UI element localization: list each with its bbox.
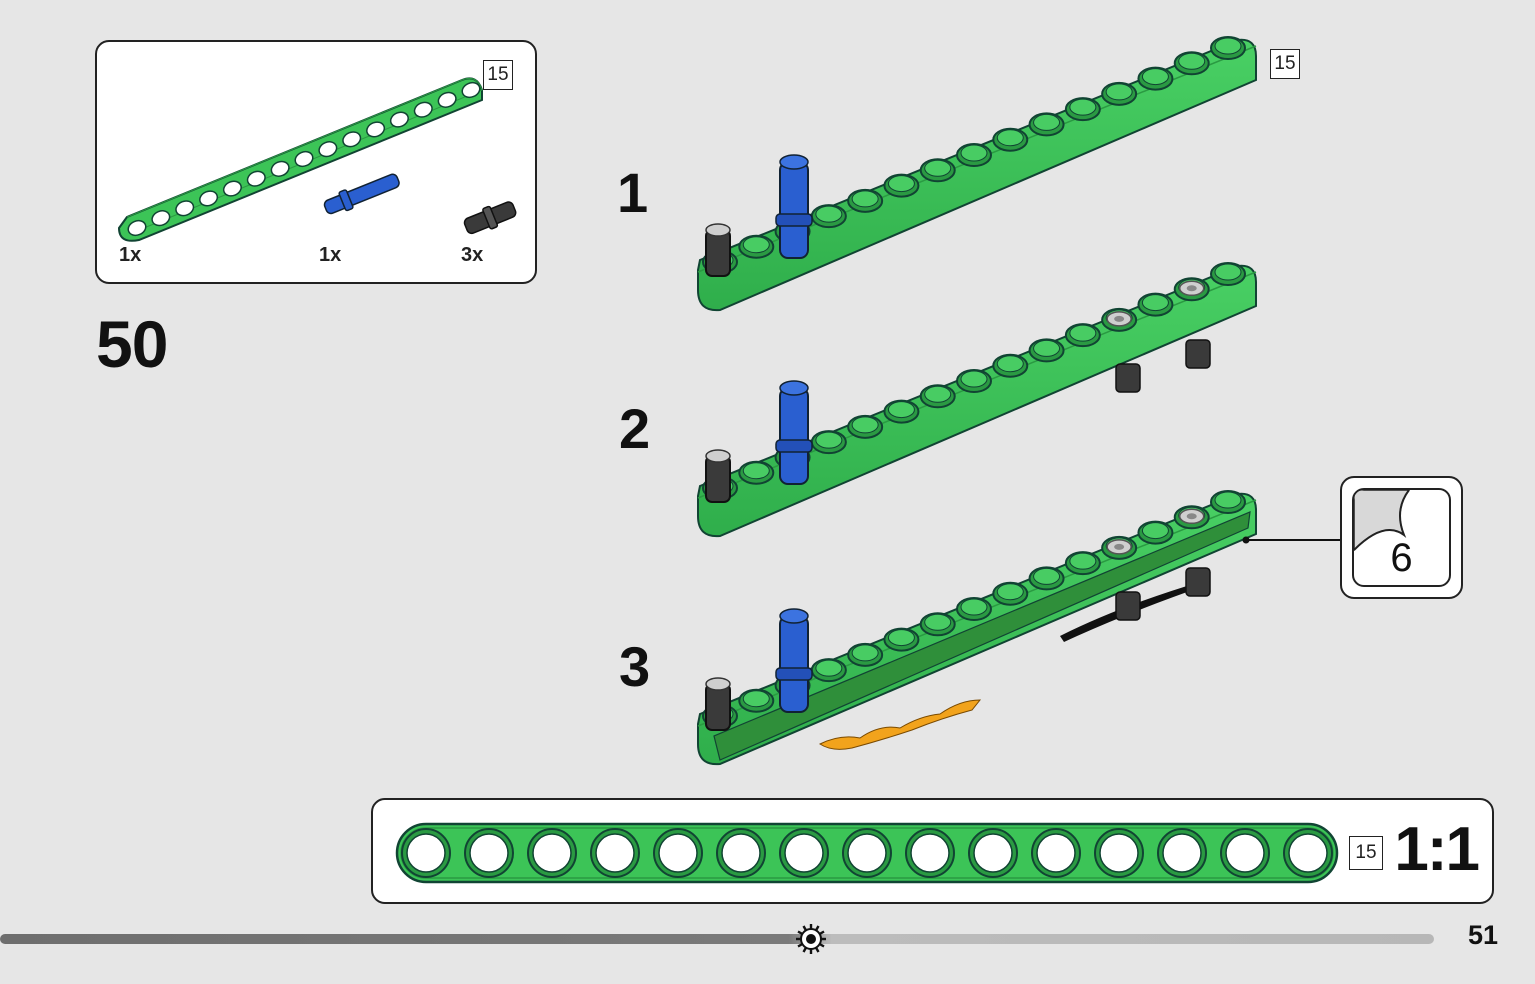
scale-beam-icon (395, 822, 1339, 884)
green-beam-icon (117, 77, 483, 242)
substep-3-beam (697, 490, 1257, 766)
progress-bar (0, 934, 1434, 944)
substep-1-number: 1 (617, 161, 649, 224)
green-beam-qty: 1x (119, 244, 142, 266)
blue-pin-icon (323, 173, 400, 215)
blue-pin-qty: 1x (319, 244, 342, 266)
page-number: 51 (1468, 920, 1499, 950)
scale-length-badge: 15 (1349, 836, 1383, 870)
parts-list-box: 15 1x 1x 3x (95, 40, 537, 284)
step-number: 50 (96, 307, 168, 381)
sticker-number: 6 (1390, 536, 1413, 580)
sticker-callout: 6 (1340, 476, 1463, 599)
beam-length-badge: 15 (483, 60, 513, 90)
scale-label: 1:1 (1394, 815, 1480, 884)
substep-3-number: 3 (619, 635, 651, 698)
black-pin-qty: 3x (461, 244, 484, 266)
sticker-icon: 6 (1352, 488, 1451, 587)
substep-1-beam (697, 36, 1257, 312)
black-pin-icon (463, 201, 517, 235)
parts-illustration (117, 77, 517, 242)
scale-reference-box: 15 1:1 (371, 798, 1494, 904)
substep-beam-length-badge: 15 (1270, 49, 1300, 79)
sticker-leader-line (1242, 536, 1342, 544)
assembly-illustration (697, 36, 1257, 766)
progress-marker-icon (796, 924, 826, 954)
substep-2-number: 2 (619, 397, 651, 460)
substep-2-beam (697, 262, 1257, 538)
